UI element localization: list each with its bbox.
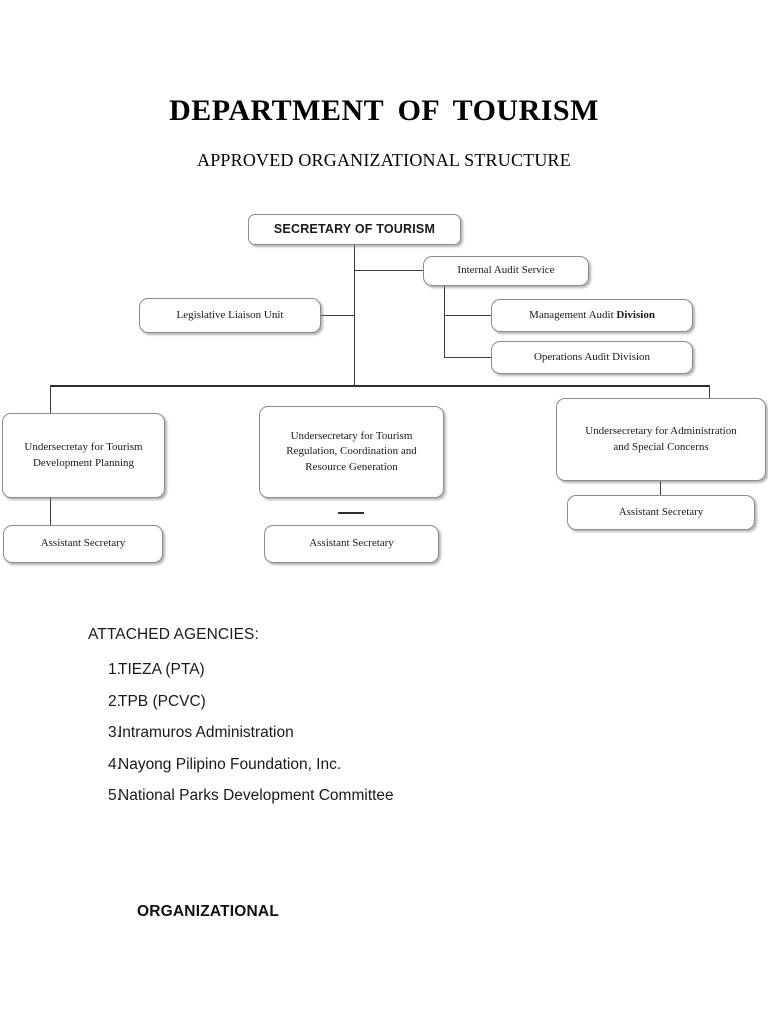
list-item-label: National Parks Development Committee bbox=[118, 787, 394, 804]
connector-to-management-audit bbox=[444, 315, 492, 316]
connector-to-legislative-liaison bbox=[320, 315, 355, 316]
list-item: 2. TPB (PCVC) bbox=[88, 692, 688, 710]
node-undersecretary-2-line1: Undersecretary for Tourism bbox=[290, 429, 413, 442]
list-item-number: 5. bbox=[108, 787, 121, 804]
node-undersecretary-3-label: Undersecretary for Administration and Sp… bbox=[585, 424, 737, 455]
node-undersecretary-1-line2: Development Planning bbox=[32, 456, 135, 469]
node-undersecretary-2-line2: Regulation, Coordination and bbox=[286, 445, 417, 458]
node-undersecretary-administration[interactable]: Undersecretary for Administration and Sp… bbox=[556, 398, 766, 481]
node-operations-audit-label: Operations Audit Division bbox=[533, 350, 651, 363]
list-item: 3. Intramuros Administration bbox=[88, 725, 688, 741]
node-management-audit-division[interactable]: Management Audit Division bbox=[491, 299, 693, 332]
list-item-number: 4. bbox=[108, 755, 121, 773]
node-assistant-secretary-1[interactable]: Assistant Secretary bbox=[3, 525, 163, 563]
node-legislative-liaison-label: Legislative Liaison Unit bbox=[176, 308, 284, 321]
list-item-label: TPB (PCVC) bbox=[118, 692, 206, 710]
node-operations-audit-division[interactable]: Operations Audit Division bbox=[491, 341, 693, 374]
list-item-number: 1. bbox=[108, 661, 121, 678]
node-management-audit-label: Management Audit Division bbox=[529, 308, 655, 324]
connector-dash-assistant-2 bbox=[338, 512, 364, 514]
node-legislative-liaison-unit[interactable]: Legislative Liaison Unit bbox=[139, 298, 321, 333]
list-item-number: 3. bbox=[108, 724, 121, 741]
attached-agencies-heading: ATTACHED AGENCIES: bbox=[88, 626, 259, 643]
node-undersecretary-tourism-development-planning[interactable]: Undersecretay for Tourism Development Pl… bbox=[2, 413, 165, 498]
connector-drop-assistant-3 bbox=[660, 481, 661, 495]
node-undersecretary-2-line3: Resource Generation bbox=[305, 460, 398, 473]
connector-drop-undersecretary-1 bbox=[50, 385, 51, 413]
list-item: 4. Nayong Pilipino Foundation, Inc. bbox=[88, 755, 688, 773]
connector-to-operations-audit bbox=[444, 357, 492, 358]
node-undersecretary-3-line1: Undersecretary for Administration bbox=[585, 424, 737, 437]
list-item-label: Intramuros Administration bbox=[118, 724, 294, 741]
node-undersecretary-2-label: Undersecretary for Tourism Regulation, C… bbox=[286, 429, 416, 476]
connector-drop-assistant-1 bbox=[50, 498, 51, 525]
attached-agencies-list: 1. TIEZA (PTA) 2. TPB (PCVC) 3. Intramur… bbox=[88, 662, 688, 804]
node-assistant-secretary-3-label: Assistant Secretary bbox=[618, 505, 704, 518]
node-assistant-secretary-3[interactable]: Assistant Secretary bbox=[567, 495, 755, 530]
node-internal-audit-service[interactable]: Internal Audit Service bbox=[423, 256, 589, 286]
connector-drop-undersecretary-3 bbox=[709, 385, 710, 398]
connector-undersecretary-bar bbox=[50, 385, 710, 387]
list-item: 5. National Parks Development Committee bbox=[88, 788, 688, 804]
page-title: DEPARTMENT OF TOURISM bbox=[169, 94, 599, 127]
list-item-number: 2. bbox=[108, 692, 121, 710]
page-subtitle: APPROVED ORGANIZATIONAL STRUCTURE bbox=[197, 150, 571, 170]
list-item-label: TIEZA (PTA) bbox=[118, 661, 205, 678]
node-undersecretary-1-line1: Undersecretay for Tourism bbox=[24, 440, 143, 453]
node-management-audit-prefix: Management Audit bbox=[529, 308, 617, 321]
node-management-audit-bold: Division bbox=[616, 308, 655, 321]
connector-audit-spine bbox=[444, 285, 445, 358]
node-internal-audit-label: Internal Audit Service bbox=[457, 264, 555, 277]
list-item: 1. TIEZA (PTA) bbox=[88, 662, 688, 678]
node-assistant-secretary-1-label: Assistant Secretary bbox=[40, 537, 126, 550]
org-chart: SECRETARY OF TOURISM Internal Audit Serv… bbox=[2, 214, 766, 563]
node-undersecretary-3-line2: and Special Concerns bbox=[613, 440, 709, 453]
attached-agencies-section: ATTACHED AGENCIES: 1. TIEZA (PTA) 2. TPB… bbox=[88, 626, 688, 820]
node-assistant-secretary-2[interactable]: Assistant Secretary bbox=[264, 525, 439, 563]
node-undersecretary-tourism-regulation[interactable]: Undersecretary for Tourism Regulation, C… bbox=[259, 406, 444, 498]
node-secretary-of-tourism[interactable]: SECRETARY OF TOURISM bbox=[248, 214, 461, 245]
footer-note: ORGANIZATIONAL bbox=[137, 903, 279, 920]
list-item-label: Nayong Pilipino Foundation, Inc. bbox=[118, 755, 342, 773]
connector-to-internal-audit bbox=[354, 270, 424, 271]
node-undersecretary-1-label: Undersecretay for Tourism Development Pl… bbox=[24, 440, 142, 471]
node-secretary-label: SECRETARY OF TOURISM bbox=[273, 221, 436, 236]
node-assistant-secretary-2-label: Assistant Secretary bbox=[309, 537, 394, 550]
